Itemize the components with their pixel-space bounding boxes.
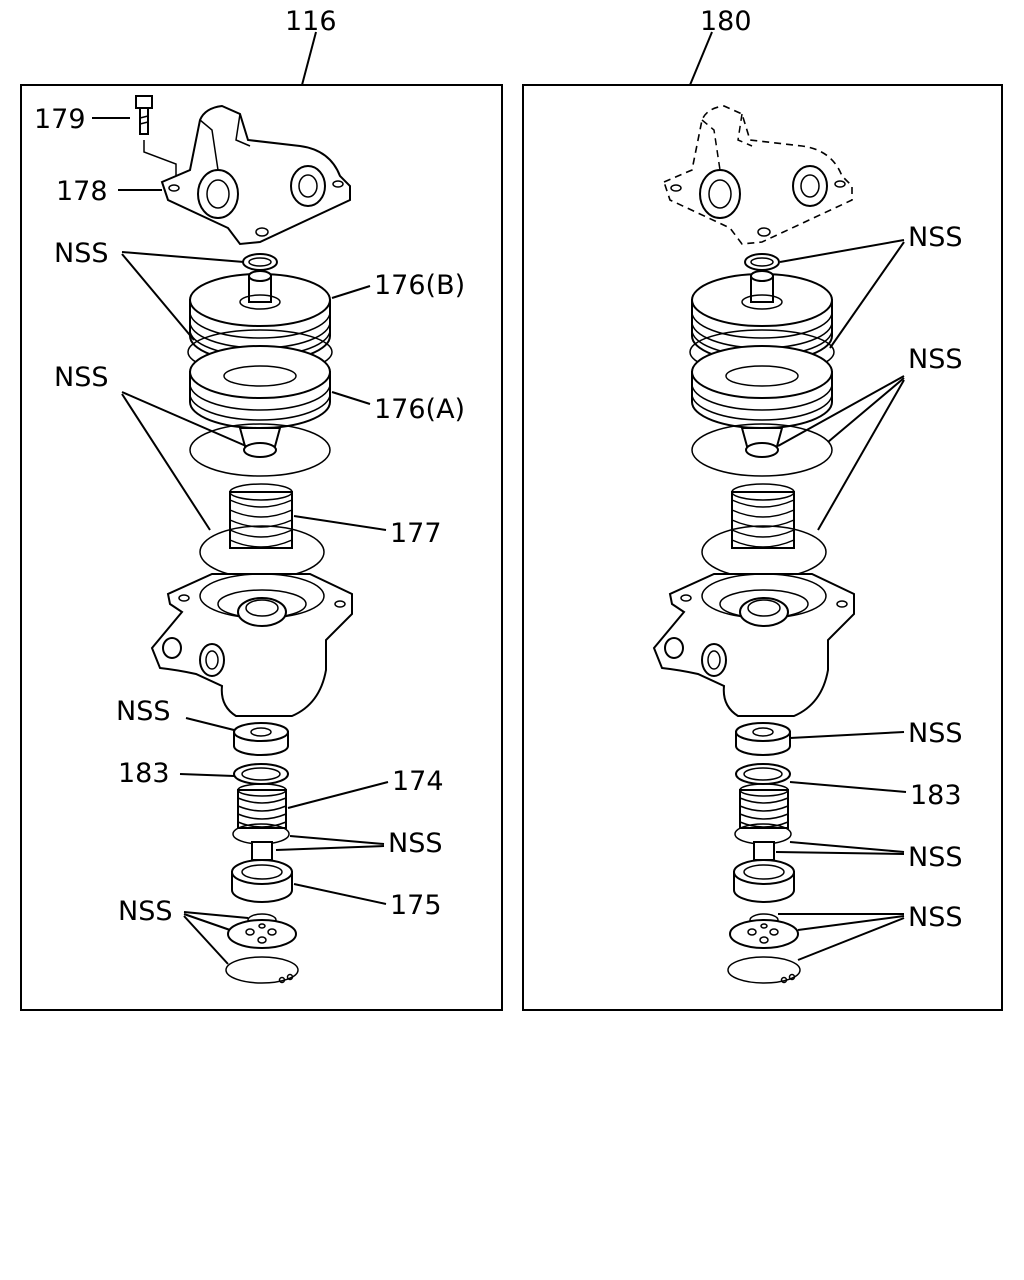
label-nss-lower: NSS <box>116 696 170 727</box>
label-nss-mid-right: NSS <box>908 344 962 375</box>
label-nss-bottom: NSS <box>118 896 172 927</box>
label-175: 175 <box>390 890 442 921</box>
panel-frame-right <box>522 84 1003 1011</box>
panel-frame-left <box>20 84 503 1011</box>
cover-part <box>161 105 351 245</box>
label-177: 177 <box>390 518 442 549</box>
label-nss-spring-right: NSS <box>908 842 962 873</box>
label-174: 174 <box>392 766 444 797</box>
assembly-left: 116 179 178 NSS 17 <box>20 6 503 1011</box>
assembly-right: 180 NSS NSS NSS 183 NSS NSS <box>522 6 1003 1011</box>
label-176a: 176(A) <box>374 394 465 425</box>
cover-part-dashed <box>663 105 853 245</box>
label-nss-mid: NSS <box>54 362 108 393</box>
assembly-parts-right <box>653 253 855 984</box>
label-nss-top: NSS <box>54 238 108 269</box>
label-183-right: 183 <box>910 780 962 811</box>
label-nss-lower-right: NSS <box>908 718 962 749</box>
assembly-number-left: 116 <box>285 6 337 37</box>
label-183: 183 <box>118 758 170 789</box>
label-nss-top-right: NSS <box>908 222 962 253</box>
label-nss-bottom-right: NSS <box>908 902 962 933</box>
label-178: 178 <box>56 176 108 207</box>
bolt-part <box>135 95 153 135</box>
label-nss-spring: NSS <box>388 828 442 859</box>
label-176b: 176(B) <box>374 270 465 301</box>
assembly-parts-left <box>151 253 353 984</box>
label-179: 179 <box>34 104 86 135</box>
assembly-number-right: 180 <box>700 6 752 37</box>
